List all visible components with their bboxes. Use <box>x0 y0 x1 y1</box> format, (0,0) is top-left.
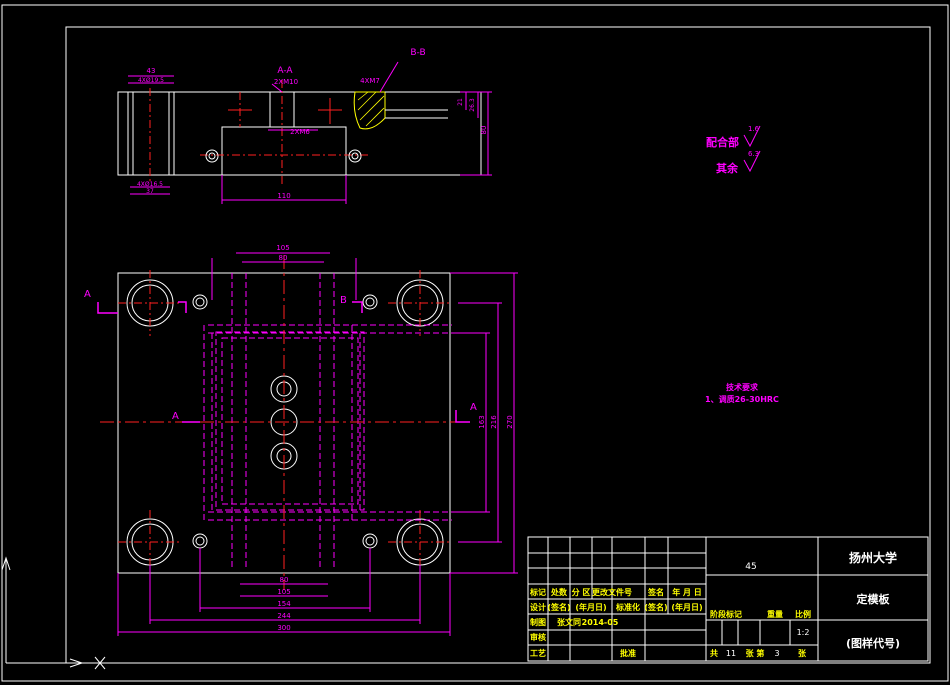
hole-callout-m10: 2XM10 <box>274 78 298 86</box>
dim-right-270: 270 <box>506 415 514 428</box>
section-a-mid: A <box>172 411 179 422</box>
roughness-mating-symbol <box>743 125 761 148</box>
roughness-mating-value: 1.6 <box>748 125 760 133</box>
roughness-mating-label: 配合部 <box>706 135 739 149</box>
scale-label: 比例 <box>795 609 811 619</box>
row-design-sign: (签名) <box>547 602 570 612</box>
hole-callout-m6: 2XM6 <box>290 128 310 136</box>
row-process: 工艺 <box>530 648 546 658</box>
dim-bottom-80: 80 <box>280 576 289 584</box>
row-approve: 批准 <box>620 648 636 658</box>
hole-callout-m7: 4XM7 <box>360 77 380 85</box>
roughness-other-label: 其余 <box>716 161 739 175</box>
row-design: 设计 <box>530 602 546 612</box>
guide-hole-section <box>127 91 175 176</box>
row-check: 审核 <box>530 632 546 642</box>
plan-view <box>97 252 518 636</box>
university-name: 扬州大学 <box>849 550 897 565</box>
material-value: 45 <box>745 562 756 572</box>
hdr-sign: 签名 <box>647 587 664 597</box>
dim-26-3: 26.3 <box>469 98 476 112</box>
dim-hole-dia-b: 4XØ16.5 <box>137 181 163 188</box>
hdr-doc: 更改文件号 <box>592 587 632 597</box>
hdr-date: 年 月 日 <box>672 587 702 597</box>
title-block <box>527 536 929 662</box>
hdr-zone: 分 区 <box>572 587 591 597</box>
part-name: 定模板 <box>857 592 891 606</box>
tech-notes-item-1: 1、调质26-30HRC <box>705 394 779 404</box>
sheet-total-label: 共 <box>710 648 718 658</box>
dim-top-105: 105 <box>276 244 289 252</box>
dim-bottom-300: 300 <box>277 624 290 632</box>
dim-bottom-244: 244 <box>277 612 291 620</box>
stage-mark: 阶段标记 <box>710 609 742 619</box>
section-aa-label: A-A <box>277 66 293 76</box>
row-std-sign: (签名) <box>644 602 667 612</box>
row-draw-name: 张文同 <box>557 617 581 627</box>
ucs-icon <box>1 556 106 670</box>
sheet-number: 3 <box>774 649 779 658</box>
dim-right-216: 216 <box>490 415 498 429</box>
dim-top-80: 80 <box>279 254 288 262</box>
dim-bottom-154: 154 <box>277 600 291 608</box>
row-std-date: (年月日) <box>671 602 702 612</box>
section-a-left: A <box>84 289 91 300</box>
roughness-other-symbol <box>743 150 761 173</box>
sheet-suffix: 张 <box>798 649 807 658</box>
tech-notes-title: 技术要求 <box>726 382 759 392</box>
dim-80-vertical: 80 <box>480 126 488 135</box>
section-a-right: A <box>470 402 477 413</box>
dim-bottom-105: 105 <box>277 588 290 596</box>
row-std: 标准化 <box>615 602 640 612</box>
dim-37: 37 <box>146 188 154 195</box>
roughness-other-value: 6.3 <box>748 150 759 158</box>
row-design-date: (年月日) <box>575 602 606 612</box>
scale-value: 1:2 <box>797 628 810 637</box>
sheet-label: 张 第 <box>746 648 765 658</box>
hdr-count: 处数 <box>550 587 568 597</box>
drawing-number: (图样代号) <box>846 636 900 650</box>
row-draw: 制图 <box>530 617 546 627</box>
dim-right-163: 163 <box>478 415 486 428</box>
dim-43: 43 <box>147 67 156 75</box>
dim-hole-dia-a: 4XØ19.5 <box>138 77 164 84</box>
section-b-marker: B <box>340 295 347 306</box>
outer-frame <box>1 4 949 682</box>
pocket-outline <box>221 126 347 176</box>
weight-label: 重量 <box>767 609 783 619</box>
section-bb-hatch <box>353 91 386 130</box>
top-section-view <box>117 61 492 204</box>
dim-21: 21 <box>457 98 464 106</box>
inner-frame <box>65 26 931 664</box>
sheet-total: 11 <box>726 649 736 658</box>
hdr-mark: 标记 <box>529 587 546 597</box>
row-draw-date: 2014-05 <box>582 618 619 627</box>
section-bb-label: B-B <box>410 48 425 58</box>
dim-110: 110 <box>277 192 290 200</box>
